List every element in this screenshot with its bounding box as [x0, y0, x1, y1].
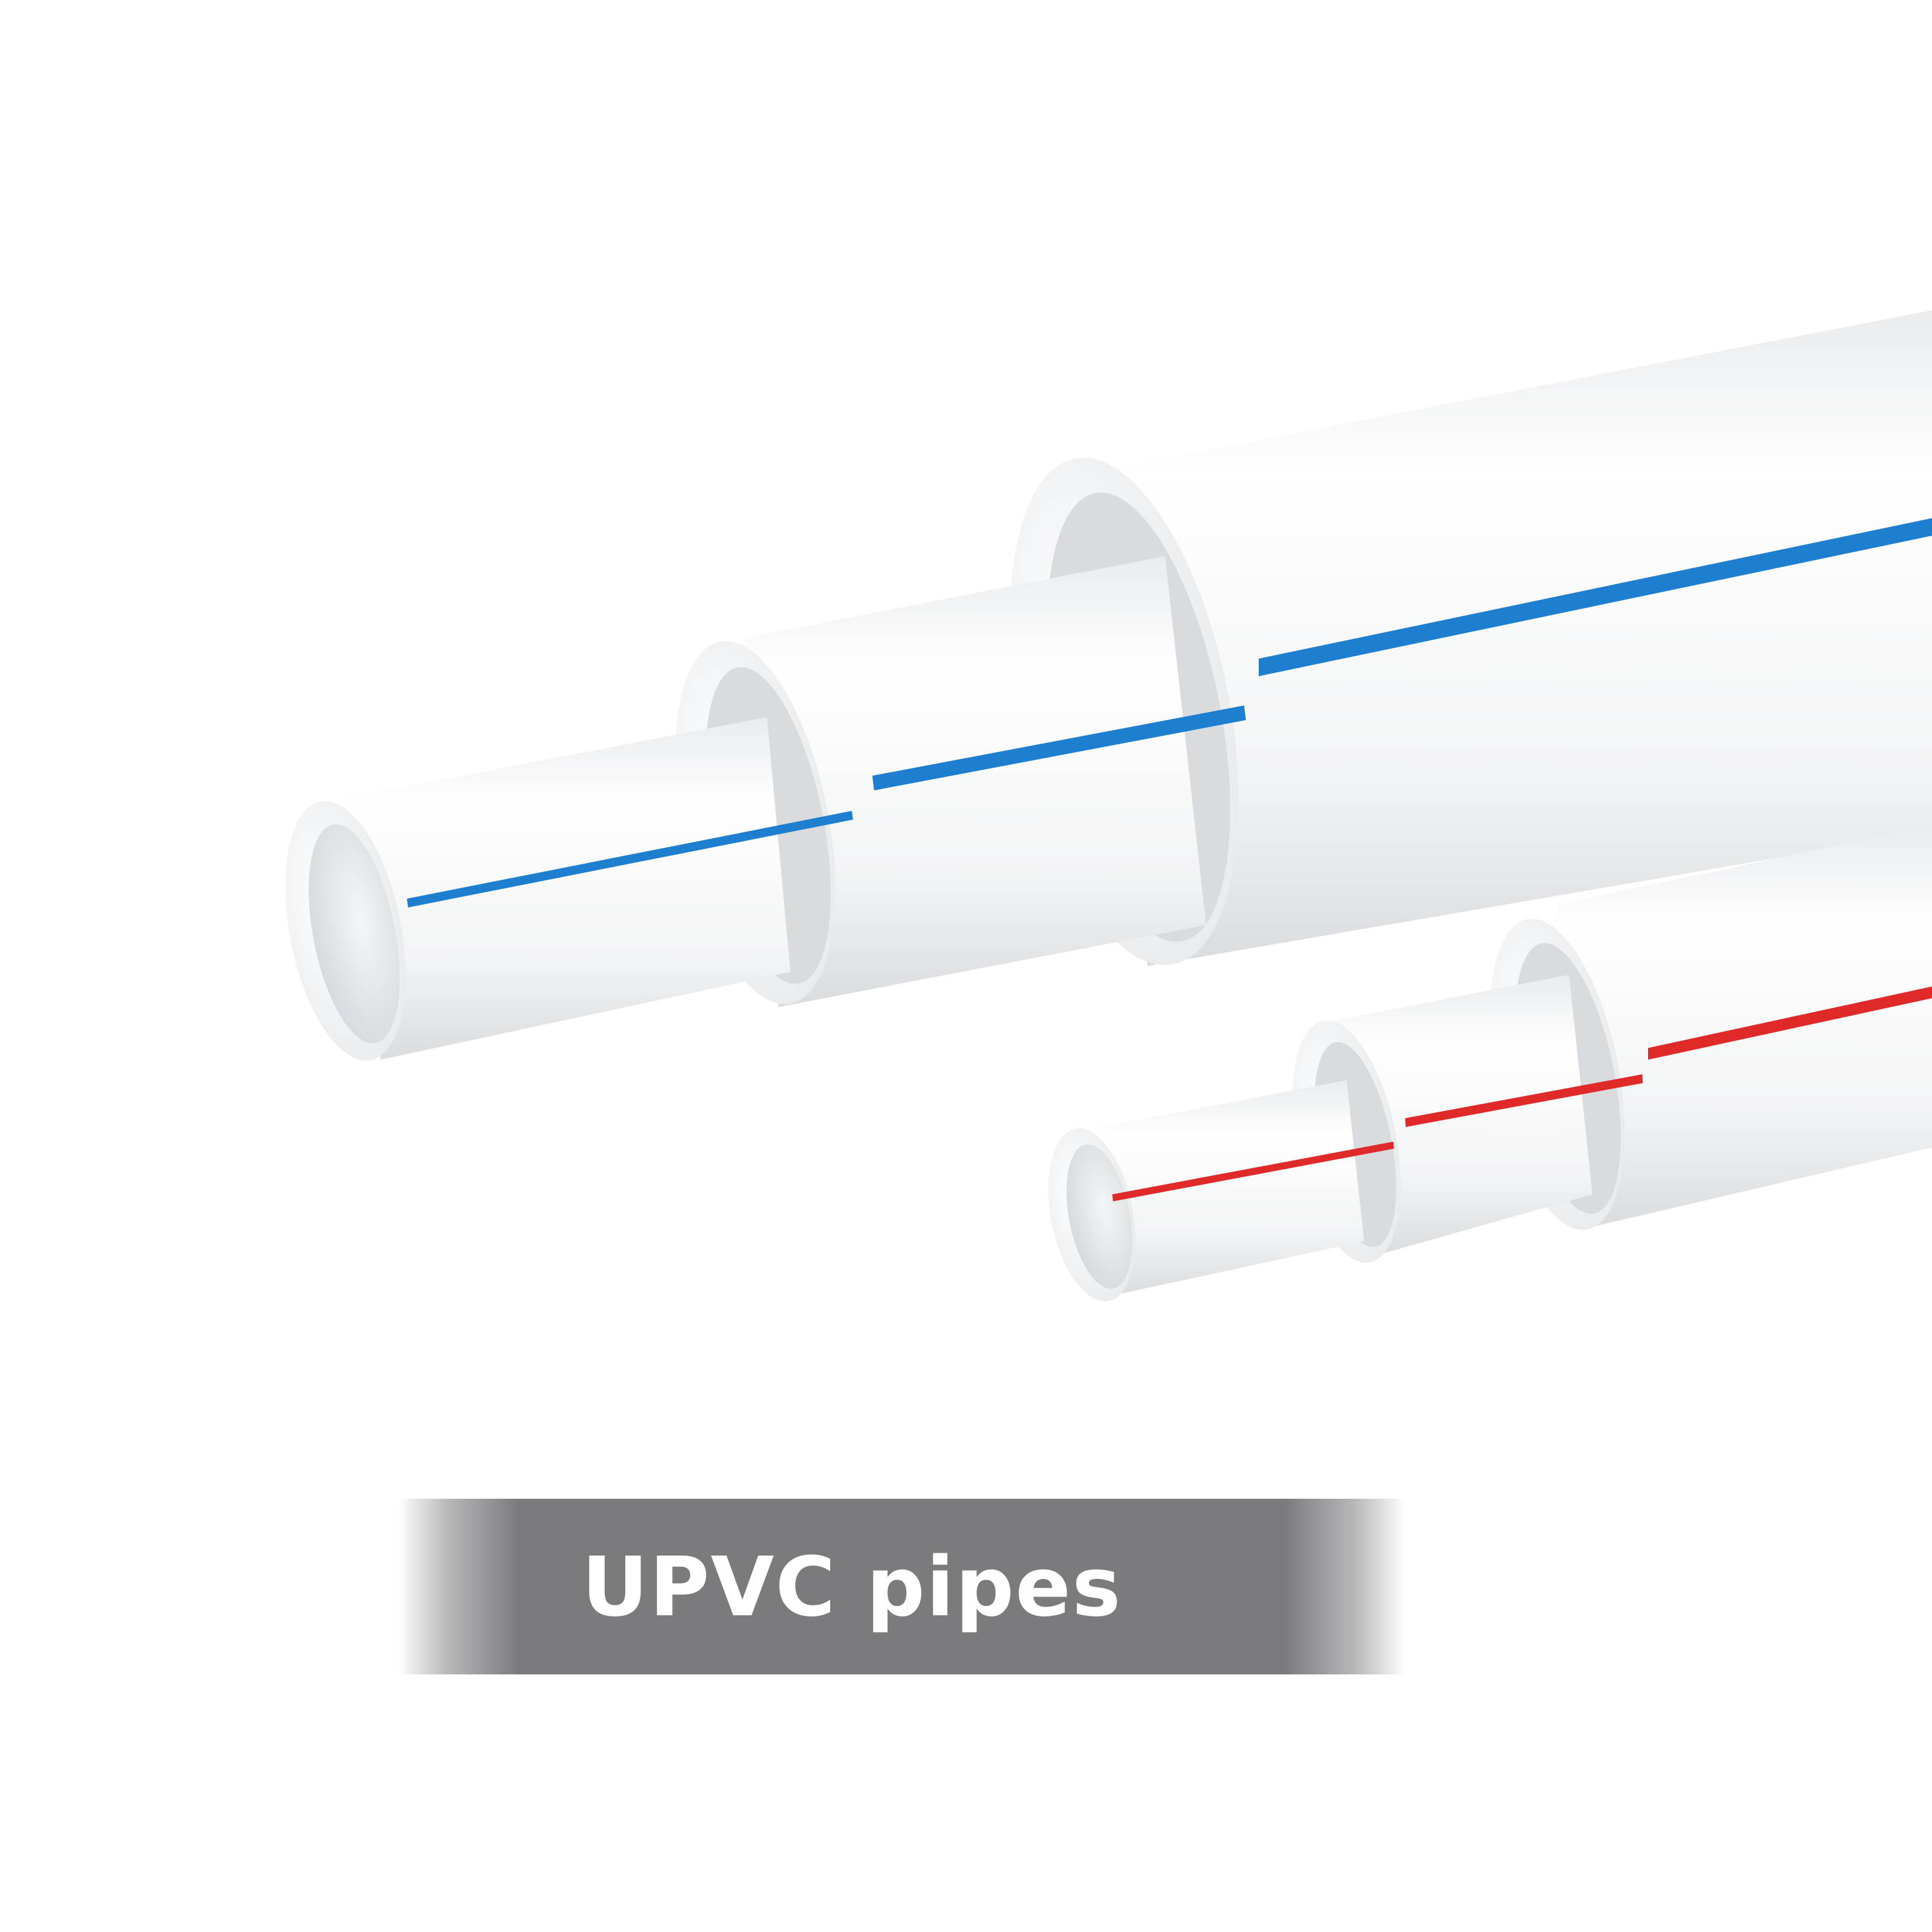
caption-text: UPVC pipes	[581, 1540, 1122, 1635]
lower-small-pipe-red-stripe	[1112, 1142, 1394, 1201]
red-pipe-group	[1048, 825, 1932, 1301]
large-pipe-blue-stripe	[1259, 518, 1932, 676]
lower-medium-pipe-red-stripe	[1405, 1074, 1643, 1127]
blue-pipe-group	[285, 310, 1932, 1061]
caption-band: UPVC pipes	[398, 1499, 1405, 1674]
small-pipe-blue-stripe	[407, 811, 853, 907]
lower-large-pipe-red-stripe	[1648, 986, 1932, 1060]
medium-pipe-blue-stripe	[872, 705, 1246, 790]
lower-small-pipe	[1048, 1080, 1394, 1301]
small-pipe	[285, 717, 853, 1061]
